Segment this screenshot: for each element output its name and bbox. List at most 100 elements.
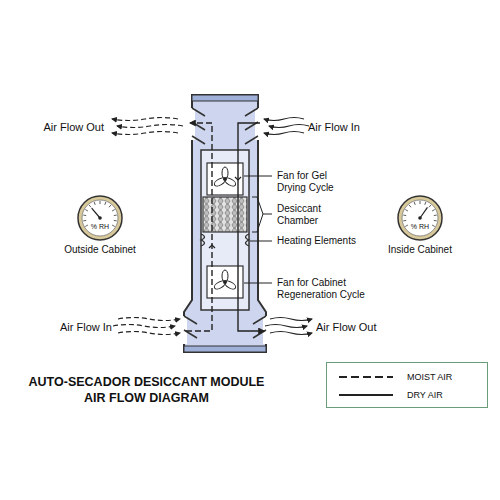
inner-compartment-part <box>201 234 249 246</box>
gauge-tick <box>414 202 415 205</box>
air-flow-lines <box>186 123 264 331</box>
gauge-tick <box>420 201 421 204</box>
flow-direction <box>235 177 241 180</box>
gauge-tick <box>434 215 437 217</box>
fan-hub <box>223 280 227 284</box>
gauge-tick <box>105 202 106 205</box>
part-label: Heating Elements <box>277 235 387 247</box>
humidity-gauge: % RH Inside Cabinet <box>370 194 470 260</box>
gauge-face <box>402 200 438 236</box>
module-housing-part <box>184 346 266 352</box>
module-housing-part <box>192 95 258 101</box>
gauge-tick <box>409 205 411 207</box>
gauge-tick <box>114 215 117 217</box>
gauge-hub <box>418 216 422 220</box>
air-flow-arrow <box>270 318 312 321</box>
gauge-tick <box>100 201 101 204</box>
inner-compartment <box>201 150 249 310</box>
legend-row: DRY AIR <box>327 389 487 401</box>
flow-label: Air Flow In <box>60 321 112 334</box>
air-flow-arrow <box>269 125 309 128</box>
inner-compartment-part <box>203 197 247 232</box>
air-flow-arrow <box>264 118 304 121</box>
gauge-face <box>82 200 118 236</box>
gauge-tick <box>432 225 435 227</box>
gauge-tick <box>109 205 111 207</box>
fan-blade <box>213 176 226 187</box>
flow-label: Air Flow In <box>308 121 360 134</box>
legend-box: MOIST AIR DRY AIR <box>326 362 488 408</box>
part-label: Fan for Gel Drying Cycle <box>277 170 352 194</box>
module-housing-part <box>184 108 266 338</box>
part-label: Desiccant Chamber <box>277 203 352 227</box>
gauge-tick <box>83 215 86 217</box>
air-flow-arrow <box>112 118 178 121</box>
gauge-tick <box>432 210 435 212</box>
gauge-tick <box>405 210 408 212</box>
legend-sample <box>337 371 397 383</box>
gauge-tick <box>112 210 115 212</box>
module-housing-part <box>184 95 266 352</box>
legend-text: DRY AIR <box>407 389 443 401</box>
module-housing <box>181 95 269 352</box>
gauge-needle <box>92 208 100 218</box>
fan-hub <box>223 177 227 181</box>
fan-symbols <box>213 167 237 291</box>
fan-symbol <box>213 167 237 188</box>
gauge-tick <box>425 202 426 205</box>
dry-air-path <box>238 123 264 331</box>
gauge-tick <box>403 215 406 217</box>
leader-lines-part <box>250 241 272 242</box>
air-flow-arrow <box>265 325 307 328</box>
gauge-dial <box>370 194 470 242</box>
air-flow-arrow <box>118 318 180 321</box>
gauge-tick <box>85 225 88 227</box>
gauge-tick <box>434 220 437 222</box>
fan-blade <box>213 279 226 290</box>
part-label: Fan for Cabinet Regeneration Cycle <box>277 277 372 301</box>
gauge-unit: % RH <box>91 223 109 231</box>
gauge-needle <box>420 207 427 218</box>
legend-line <box>339 376 393 378</box>
fan-symbol <box>213 270 237 291</box>
diagram-title: AUTO-SECADOR DESICCANT MODULE AIR FLOW D… <box>24 375 269 406</box>
humidity-gauge: % RH Outside Cabinet <box>50 194 150 260</box>
gauge-hub <box>98 216 102 220</box>
gauge-dial <box>50 194 150 242</box>
gauge-tick <box>112 225 115 227</box>
fan-blade <box>224 279 237 290</box>
air-flow-arrow <box>264 132 304 135</box>
flow-label: Air Flow Out <box>316 321 377 334</box>
air-flow-arrow <box>118 332 180 335</box>
gauge-tick <box>83 220 86 222</box>
gauge-caption: Outside Cabinet <box>64 244 136 256</box>
fan-blade <box>224 176 237 187</box>
gauge-tick <box>405 225 408 227</box>
air-flow-arrow <box>113 325 175 328</box>
leader-lines-part <box>252 197 272 232</box>
gauge-tick <box>429 205 431 207</box>
gauge-tick <box>85 210 88 212</box>
gauge-caption: Inside Cabinet <box>388 244 452 256</box>
air-flow-arrow <box>270 332 312 335</box>
inner-compartment-part <box>201 150 249 310</box>
gauge-tick <box>89 205 91 207</box>
legend-text: MOIST AIR <box>407 371 452 383</box>
leader-lines-part <box>244 176 272 177</box>
leader-lines-part <box>244 283 272 284</box>
gauge-rim <box>398 196 442 240</box>
flow-direction <box>209 245 215 248</box>
gauge-tick <box>114 220 117 222</box>
legend-row: MOIST AIR <box>327 371 487 383</box>
gauge-unit: % RH <box>411 223 429 231</box>
legend-sample <box>337 389 397 401</box>
leader-lines <box>244 176 272 283</box>
moist-air-path <box>186 123 212 331</box>
gauge-rim <box>78 196 122 240</box>
air-flow-arrow <box>112 132 178 135</box>
flow-label: Air Flow Out <box>43 121 104 134</box>
gauge-tick <box>94 202 95 205</box>
air-flow-arrow <box>117 125 183 128</box>
legend-line <box>339 394 393 396</box>
